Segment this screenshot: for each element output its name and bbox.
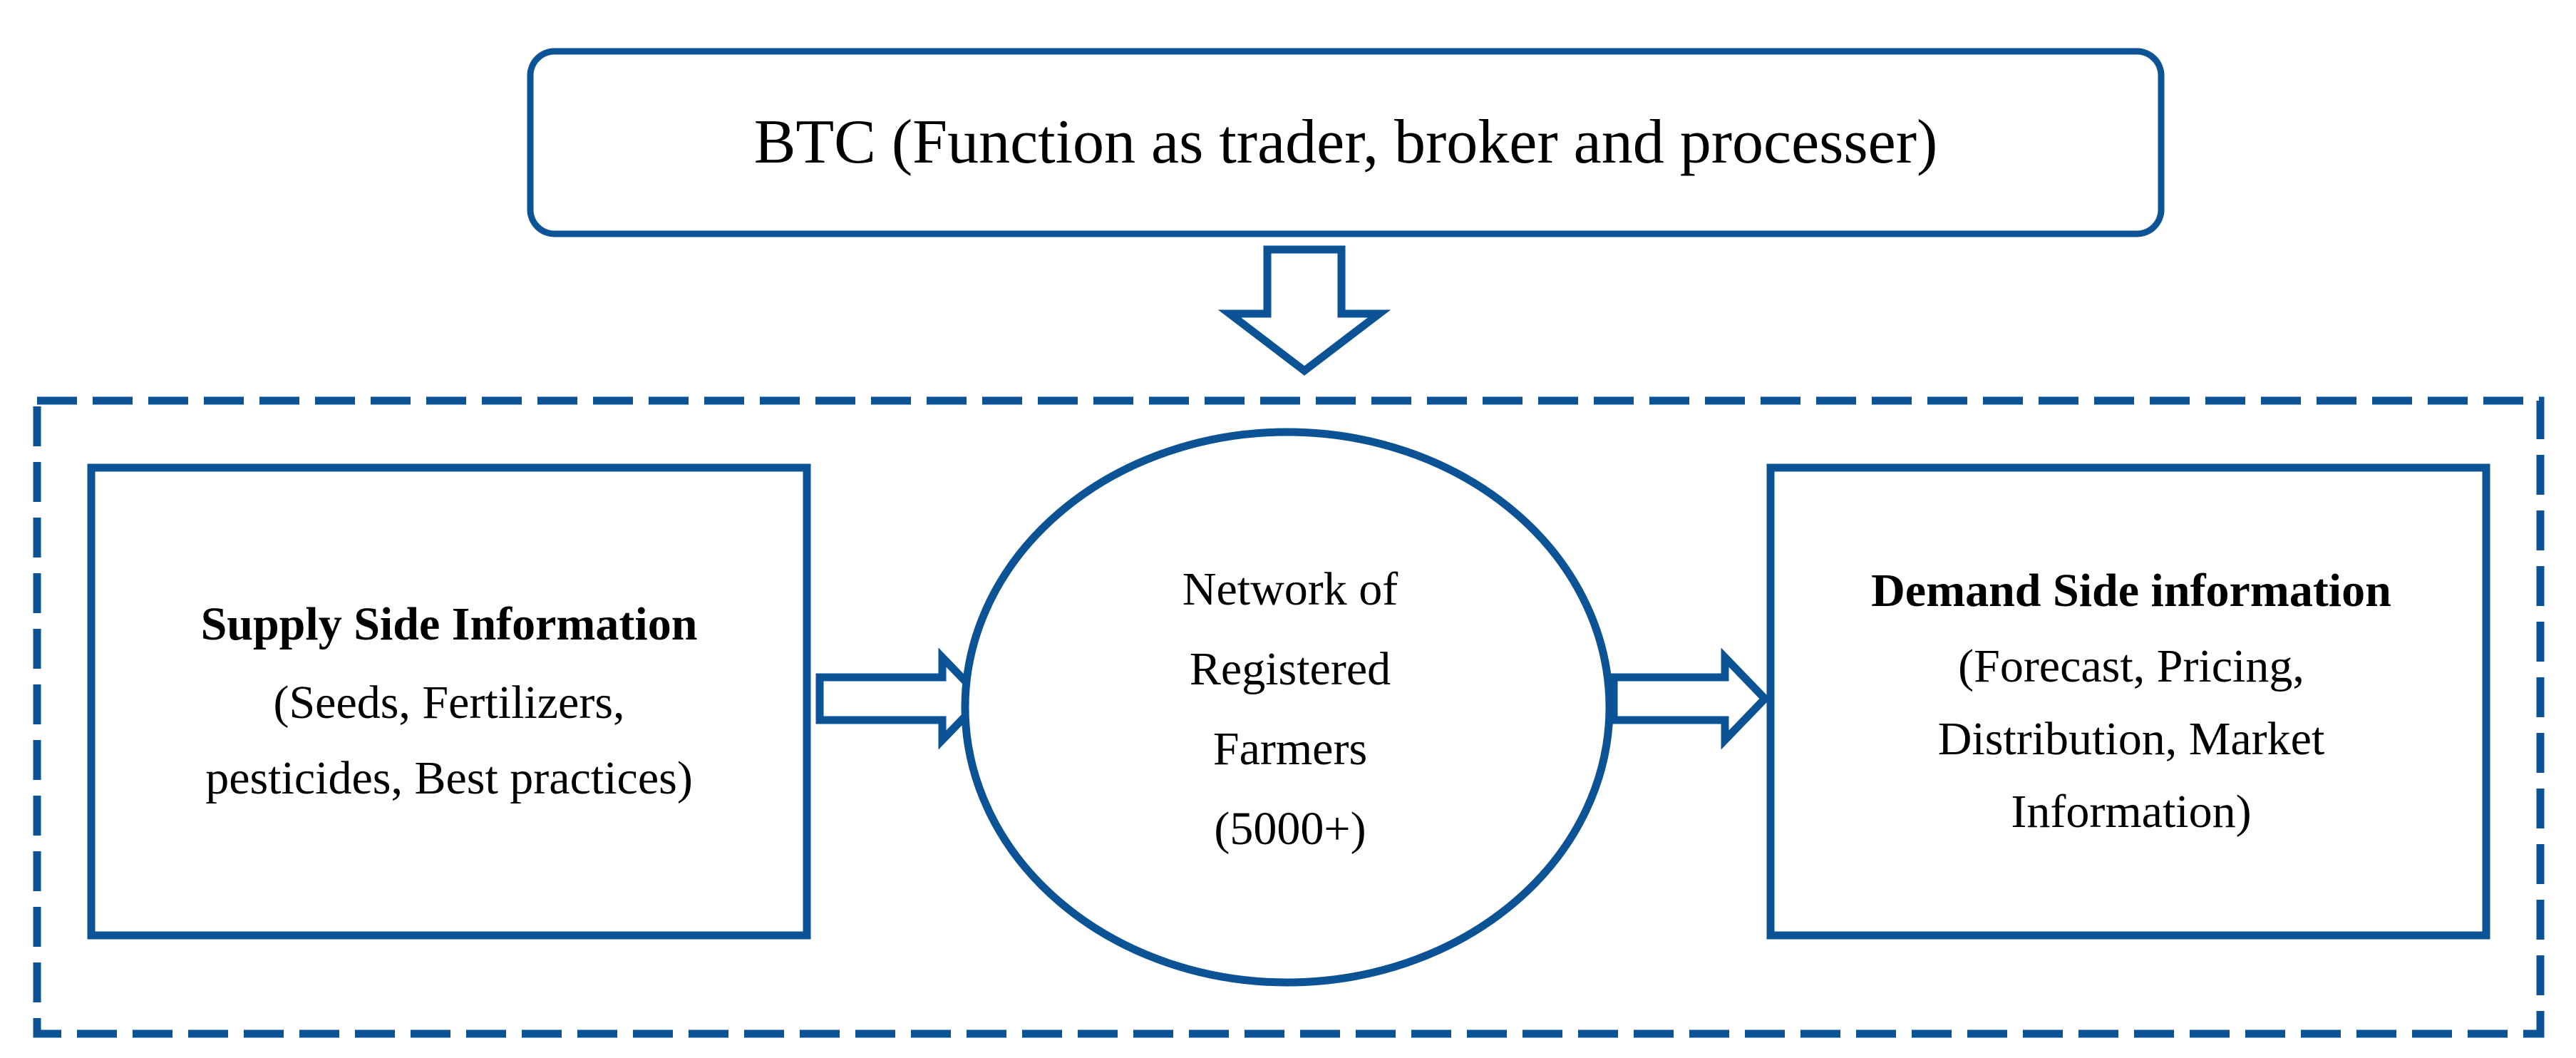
right-arrow-shape	[1609, 647, 1771, 750]
demand-line-2: Distribution, Market	[1937, 713, 2325, 765]
supply-box-label: Supply Side Information (Seeds, Fertiliz…	[93, 471, 805, 933]
network-line-4: (5000+)	[1214, 803, 1366, 855]
network-line-2: Registered	[1189, 643, 1391, 695]
network-line-1: Network of	[1182, 563, 1398, 615]
network-ellipse-label: Network of Registered Farmers (5000+)	[998, 456, 1582, 962]
supply-line-1: (Seeds, Fertilizers,	[273, 677, 625, 729]
demand-box-label: Demand Side information (Forecast, Prici…	[1775, 471, 2488, 933]
demand-line-3: Information)	[2011, 786, 2252, 838]
demand-line-1: (Forecast, Pricing,	[1958, 640, 2304, 692]
supply-box-shape[interactable]	[87, 463, 811, 940]
network-line-3: Farmers	[1212, 723, 1368, 775]
down-arrow-shape	[1217, 245, 1391, 376]
btc-box-label: BTC (Function as trader, broker and proc…	[530, 51, 2161, 234]
supply-heading: Supply Side Information	[200, 598, 698, 650]
supply-line-2: pesticides, Best practices)	[205, 752, 693, 804]
btc-box-shape[interactable]	[527, 48, 2165, 237]
network-ellipse-shape[interactable]	[961, 428, 1614, 987]
left-arrow-shape	[815, 647, 988, 750]
demand-heading: Demand Side information	[1871, 565, 2391, 617]
dashed-container-shape	[33, 396, 2545, 1038]
btc-box-text: BTC (Function as trader, broker and proc…	[753, 108, 1938, 177]
demand-box-shape[interactable]	[1766, 463, 2490, 940]
